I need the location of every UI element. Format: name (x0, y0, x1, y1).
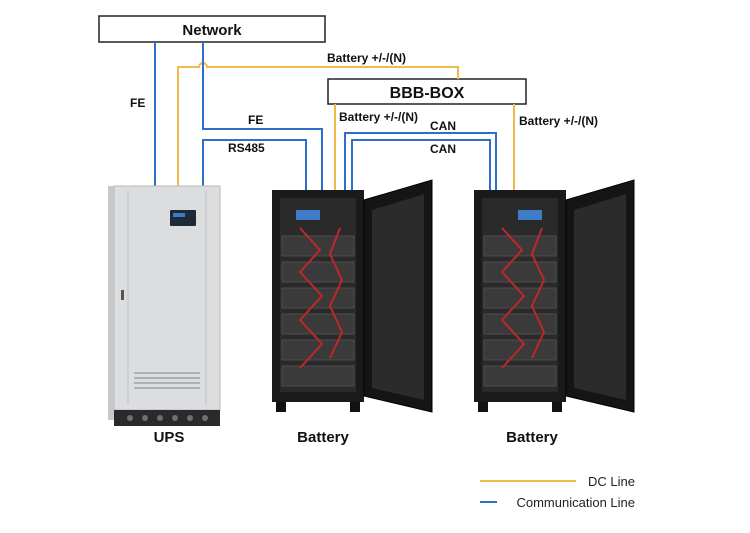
legend-dc-label: DC Line (588, 474, 635, 489)
comm-lines (154, 42, 497, 190)
battery-label-right: Battery +/-/(N) (519, 114, 598, 128)
can-label-upper: CAN (430, 119, 456, 133)
fe-line-network-battery (202, 42, 323, 190)
battery-1-label: Battery (297, 429, 349, 446)
network-box: Network (98, 15, 326, 43)
legend: DC Line Communication Line (480, 474, 635, 510)
bbb-box: BBB-BOX (327, 78, 527, 105)
network-label: Network (182, 22, 242, 39)
fe-label-battery: FE (248, 113, 263, 127)
can-line-upper (344, 132, 497, 190)
ups-label: UPS (154, 429, 185, 446)
battery-rack-icon (474, 179, 635, 413)
battery-label-top: Battery +/-/(N) (327, 51, 406, 65)
fe-label-ups: FE (130, 96, 145, 110)
battery-label-left: Battery +/-/(N) (339, 110, 418, 124)
ups-cabinet-icon (108, 185, 221, 426)
rs485-label: RS485 (228, 141, 265, 155)
can-line-lower (351, 139, 491, 190)
can-label-lower: CAN (430, 142, 456, 156)
battery-rack-icon (272, 179, 433, 413)
bbb-box-label: BBB-BOX (390, 85, 465, 102)
battery-2-label: Battery (506, 429, 558, 446)
rs485-line (202, 139, 307, 190)
legend-comm-label: Communication Line (516, 495, 635, 510)
